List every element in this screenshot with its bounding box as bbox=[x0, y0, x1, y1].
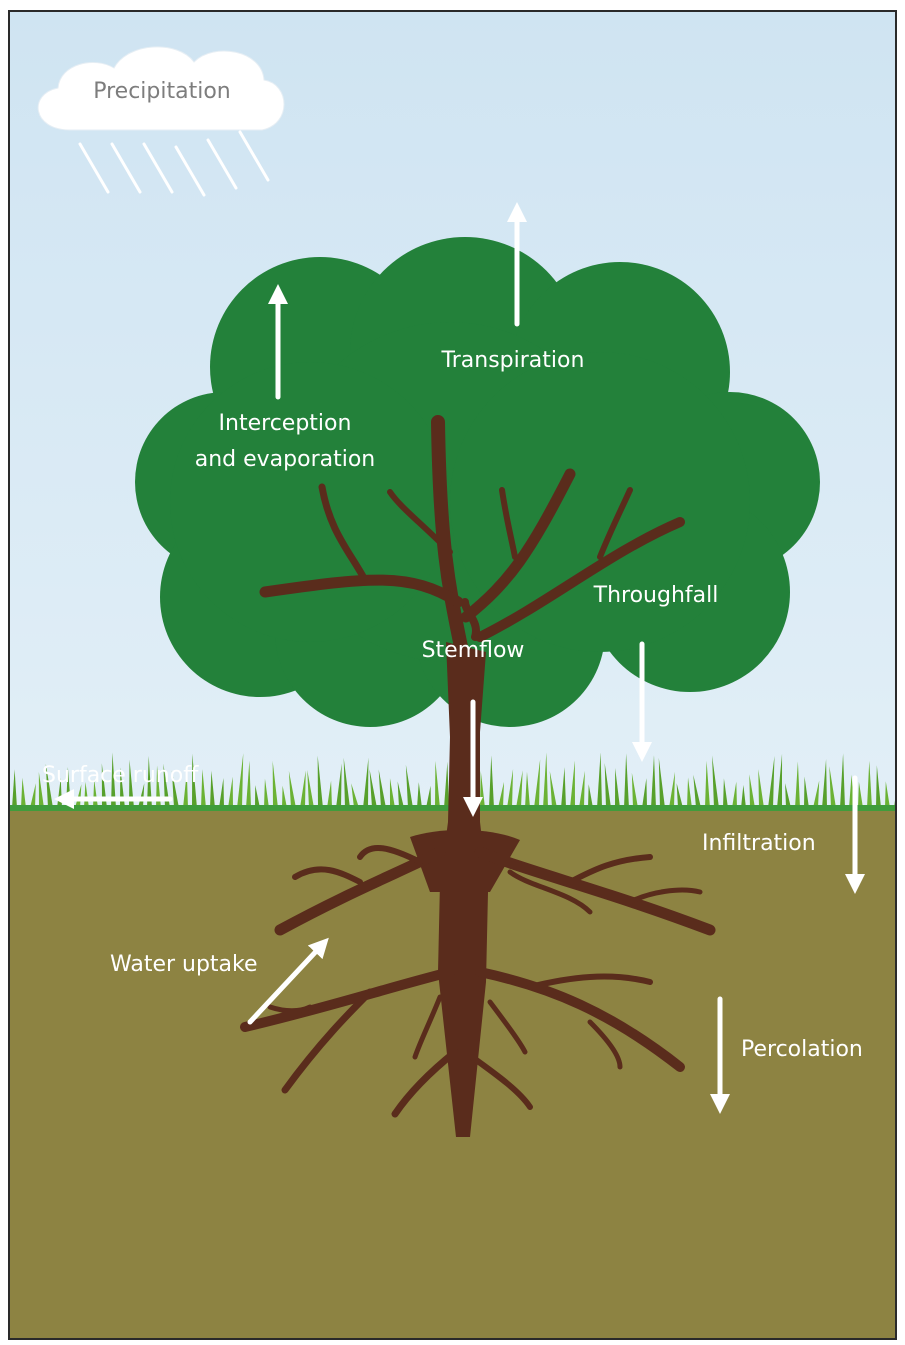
water-cycle-diagram: Precipitation Transpiration Interception… bbox=[10, 12, 895, 1338]
throughfall-label: Throughfall bbox=[593, 583, 719, 608]
precipitation-label: Precipitation bbox=[93, 79, 231, 104]
surface-runoff-label: Surface runoff bbox=[42, 763, 199, 788]
diagram-frame: Precipitation Transpiration Interception… bbox=[8, 10, 897, 1340]
infiltration-label: Infiltration bbox=[702, 831, 816, 856]
water-uptake-label: Water uptake bbox=[110, 952, 258, 977]
stemflow-label: Stemflow bbox=[422, 638, 525, 663]
interception-label-line1: Interception bbox=[219, 411, 352, 436]
transpiration-label: Transpiration bbox=[441, 348, 585, 373]
interception-label-line2: and evaporation bbox=[195, 447, 376, 472]
percolation-label: Percolation bbox=[741, 1037, 863, 1062]
